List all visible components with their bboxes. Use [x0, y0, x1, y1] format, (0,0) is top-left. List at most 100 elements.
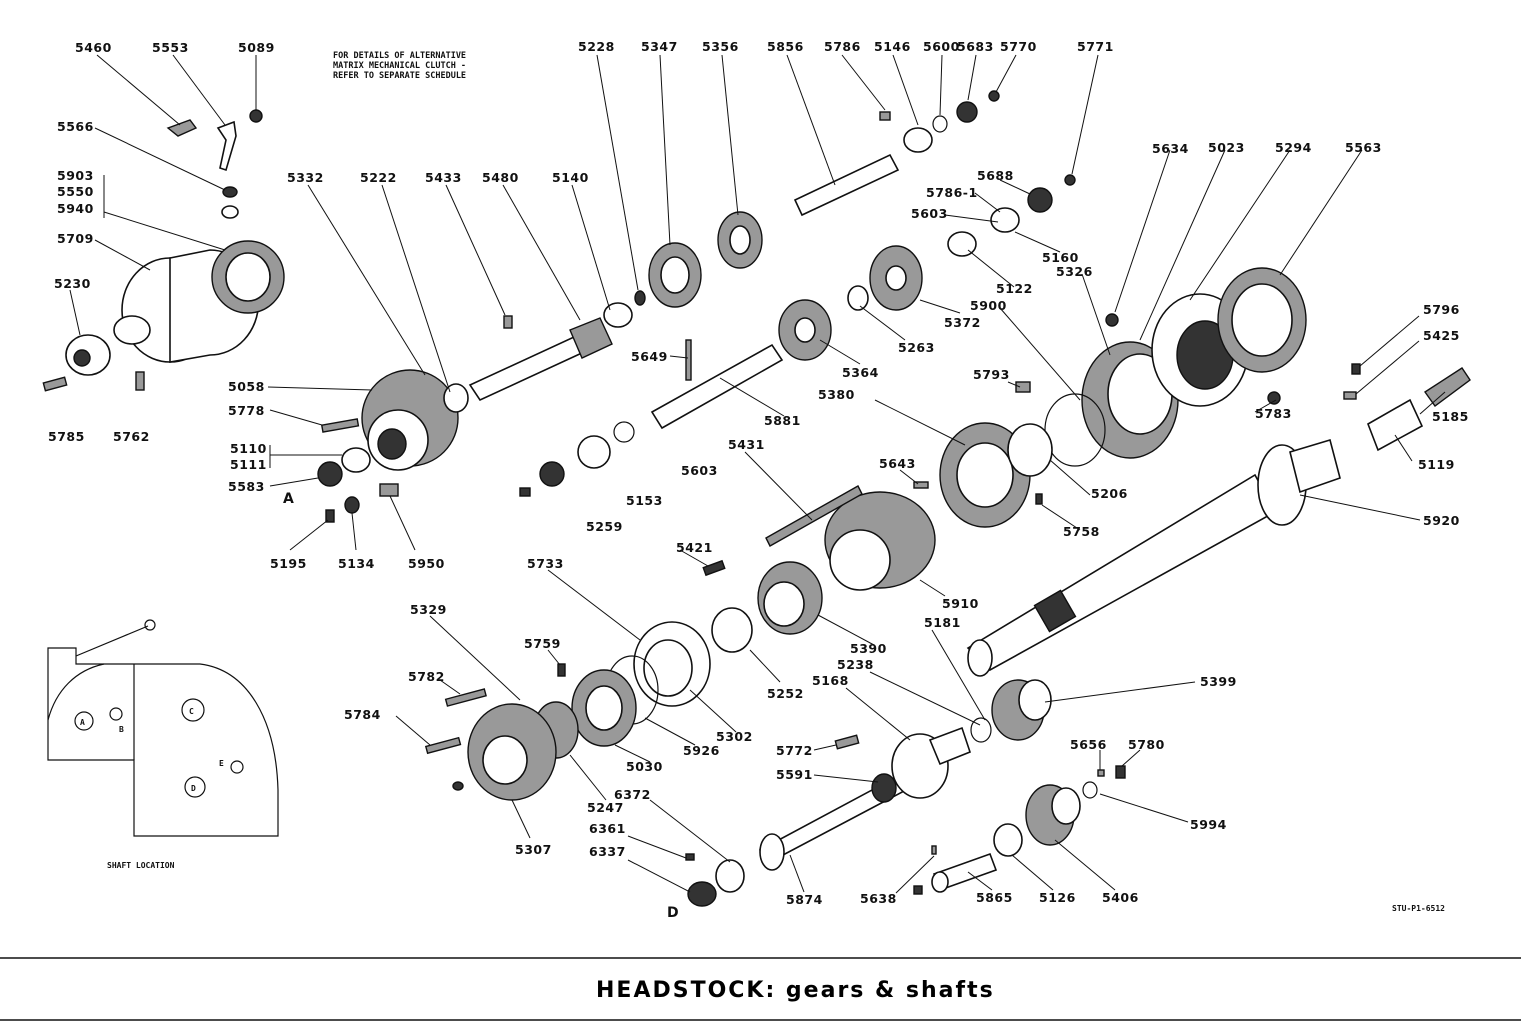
- label-5329: 5329: [410, 602, 447, 617]
- label-5784: 5784: [344, 707, 381, 722]
- screw-5780: [1115, 765, 1126, 779]
- label-5122: 5122: [996, 281, 1033, 296]
- inset-shaft-b: [109, 707, 123, 721]
- label-5307: 5307: [515, 842, 552, 857]
- label-5709: 5709: [57, 231, 94, 246]
- label-5119: 5119: [1418, 457, 1455, 472]
- spindle-5920-band: [1033, 589, 1077, 633]
- clutch-shoe-inner: [225, 252, 271, 302]
- label-5910: 5910: [942, 596, 979, 611]
- label-5111: 5111: [230, 457, 267, 472]
- note-line-2: MATRIX MECHANICAL CLUTCH -: [333, 61, 466, 71]
- label-5785: 5785: [48, 429, 85, 444]
- inset-shaft-c: [181, 698, 205, 722]
- label-5783: 5783: [1255, 406, 1292, 421]
- gear-6372: [715, 859, 745, 893]
- label-5583: 5583: [228, 479, 265, 494]
- inset-letter-b: B: [119, 725, 124, 734]
- label-5326: 5326: [1056, 264, 1093, 279]
- label-5649: 5649: [631, 349, 668, 364]
- label-5900: 5900: [970, 298, 1007, 313]
- nut-5634: [1105, 313, 1119, 327]
- label-5259: 5259: [586, 519, 623, 534]
- bolt-5950: [379, 483, 399, 497]
- label-5926: 5926: [683, 743, 720, 758]
- bush-5146: [903, 127, 933, 153]
- ring-5603: [613, 421, 635, 443]
- note-line-1: FOR DETAILS OF ALTERNATIVE: [333, 51, 466, 61]
- inset-outline: [47, 647, 279, 837]
- flange-5058-bore: [377, 428, 407, 460]
- pin-5762: [135, 371, 145, 391]
- label-5782: 5782: [408, 669, 445, 684]
- ring-small: [452, 781, 464, 791]
- label-5126: 5126: [1039, 890, 1076, 905]
- label-5634: 5634: [1152, 141, 1189, 156]
- shaft-5881: [650, 343, 784, 430]
- pin-5425: [1343, 391, 1357, 400]
- gear-5372-hub: [885, 265, 907, 291]
- part-labels: 5460 5553 5089 5566 5903 5550 5940 5709 …: [48, 39, 1468, 907]
- bush-5122: [947, 231, 977, 257]
- inset-letter-a: A: [80, 718, 85, 727]
- screw-5089: [249, 109, 263, 123]
- screw-5778: [320, 418, 360, 433]
- lever-5460: [166, 119, 198, 137]
- gear-5380-inner: [956, 442, 1014, 508]
- screw-5783: [1267, 391, 1281, 405]
- ring-5994: [1082, 781, 1098, 799]
- screw-5782: [444, 688, 487, 707]
- pin-6361: [685, 853, 695, 861]
- label-5153: 5153: [626, 493, 663, 508]
- label-5364: 5364: [842, 365, 879, 380]
- drawing-title: HEADSTOCK: gears & shafts: [596, 978, 995, 1003]
- inset-caption: SHAFT LOCATION: [107, 861, 175, 870]
- gear-5347-hub: [660, 256, 690, 294]
- gear-5356-hub: [729, 225, 751, 255]
- label-5778: 5778: [228, 403, 265, 418]
- bush-5110: [341, 447, 371, 473]
- label-5228: 5228: [578, 39, 615, 54]
- label-5563: 5563: [1345, 140, 1382, 155]
- label-5380: 5380: [818, 387, 855, 402]
- centre-5185: [1424, 367, 1471, 407]
- key-5433: [503, 315, 513, 329]
- centre-5119: [1367, 398, 1424, 452]
- note-line-3: REFER TO SEPARATE SCHEDULE: [333, 71, 466, 81]
- inset-shaft-e: [230, 760, 244, 774]
- drawing-number: STU-P1-6512: [1392, 904, 1445, 913]
- label-5399: 5399: [1200, 674, 1237, 689]
- nut-5903: [222, 186, 238, 198]
- bush-5160: [990, 207, 1020, 233]
- label-5758: 5758: [1063, 524, 1100, 539]
- bush-5263: [847, 285, 869, 311]
- label-5332: 5332: [287, 170, 324, 185]
- spindle-5920-nose: [1289, 438, 1341, 494]
- inset-lever-knob: [144, 619, 156, 631]
- label-5772: 5772: [776, 743, 813, 758]
- label-5793: 5793: [973, 367, 1010, 382]
- label-5688: 5688: [977, 168, 1014, 183]
- label-5683: 5683: [957, 39, 994, 54]
- leader-lines: [69, 54, 1446, 894]
- inset-curve: [47, 663, 105, 721]
- label-5786-1-top: 5786-1: [926, 185, 978, 200]
- label-5566: 5566: [57, 119, 94, 134]
- key-5195: [325, 509, 335, 523]
- ring-5228: [634, 290, 646, 306]
- view-marker-d: D: [667, 905, 679, 921]
- screw-5784: [424, 736, 462, 755]
- label-5390: 5390: [850, 641, 887, 656]
- label-5759: 5759: [524, 636, 561, 651]
- lever-5553: [216, 120, 237, 172]
- label-6372: 6372: [614, 787, 651, 802]
- label-5591: 5591: [776, 767, 813, 782]
- label-5460: 5460: [75, 40, 112, 55]
- key-5431: [765, 485, 863, 547]
- ring-5302-inner: [643, 639, 693, 697]
- label-5302: 5302: [716, 729, 753, 744]
- view-marker-a: A: [283, 491, 294, 507]
- label-5553: 5553: [152, 40, 189, 55]
- label-5356: 5356: [702, 39, 739, 54]
- bush-5153: [577, 435, 611, 469]
